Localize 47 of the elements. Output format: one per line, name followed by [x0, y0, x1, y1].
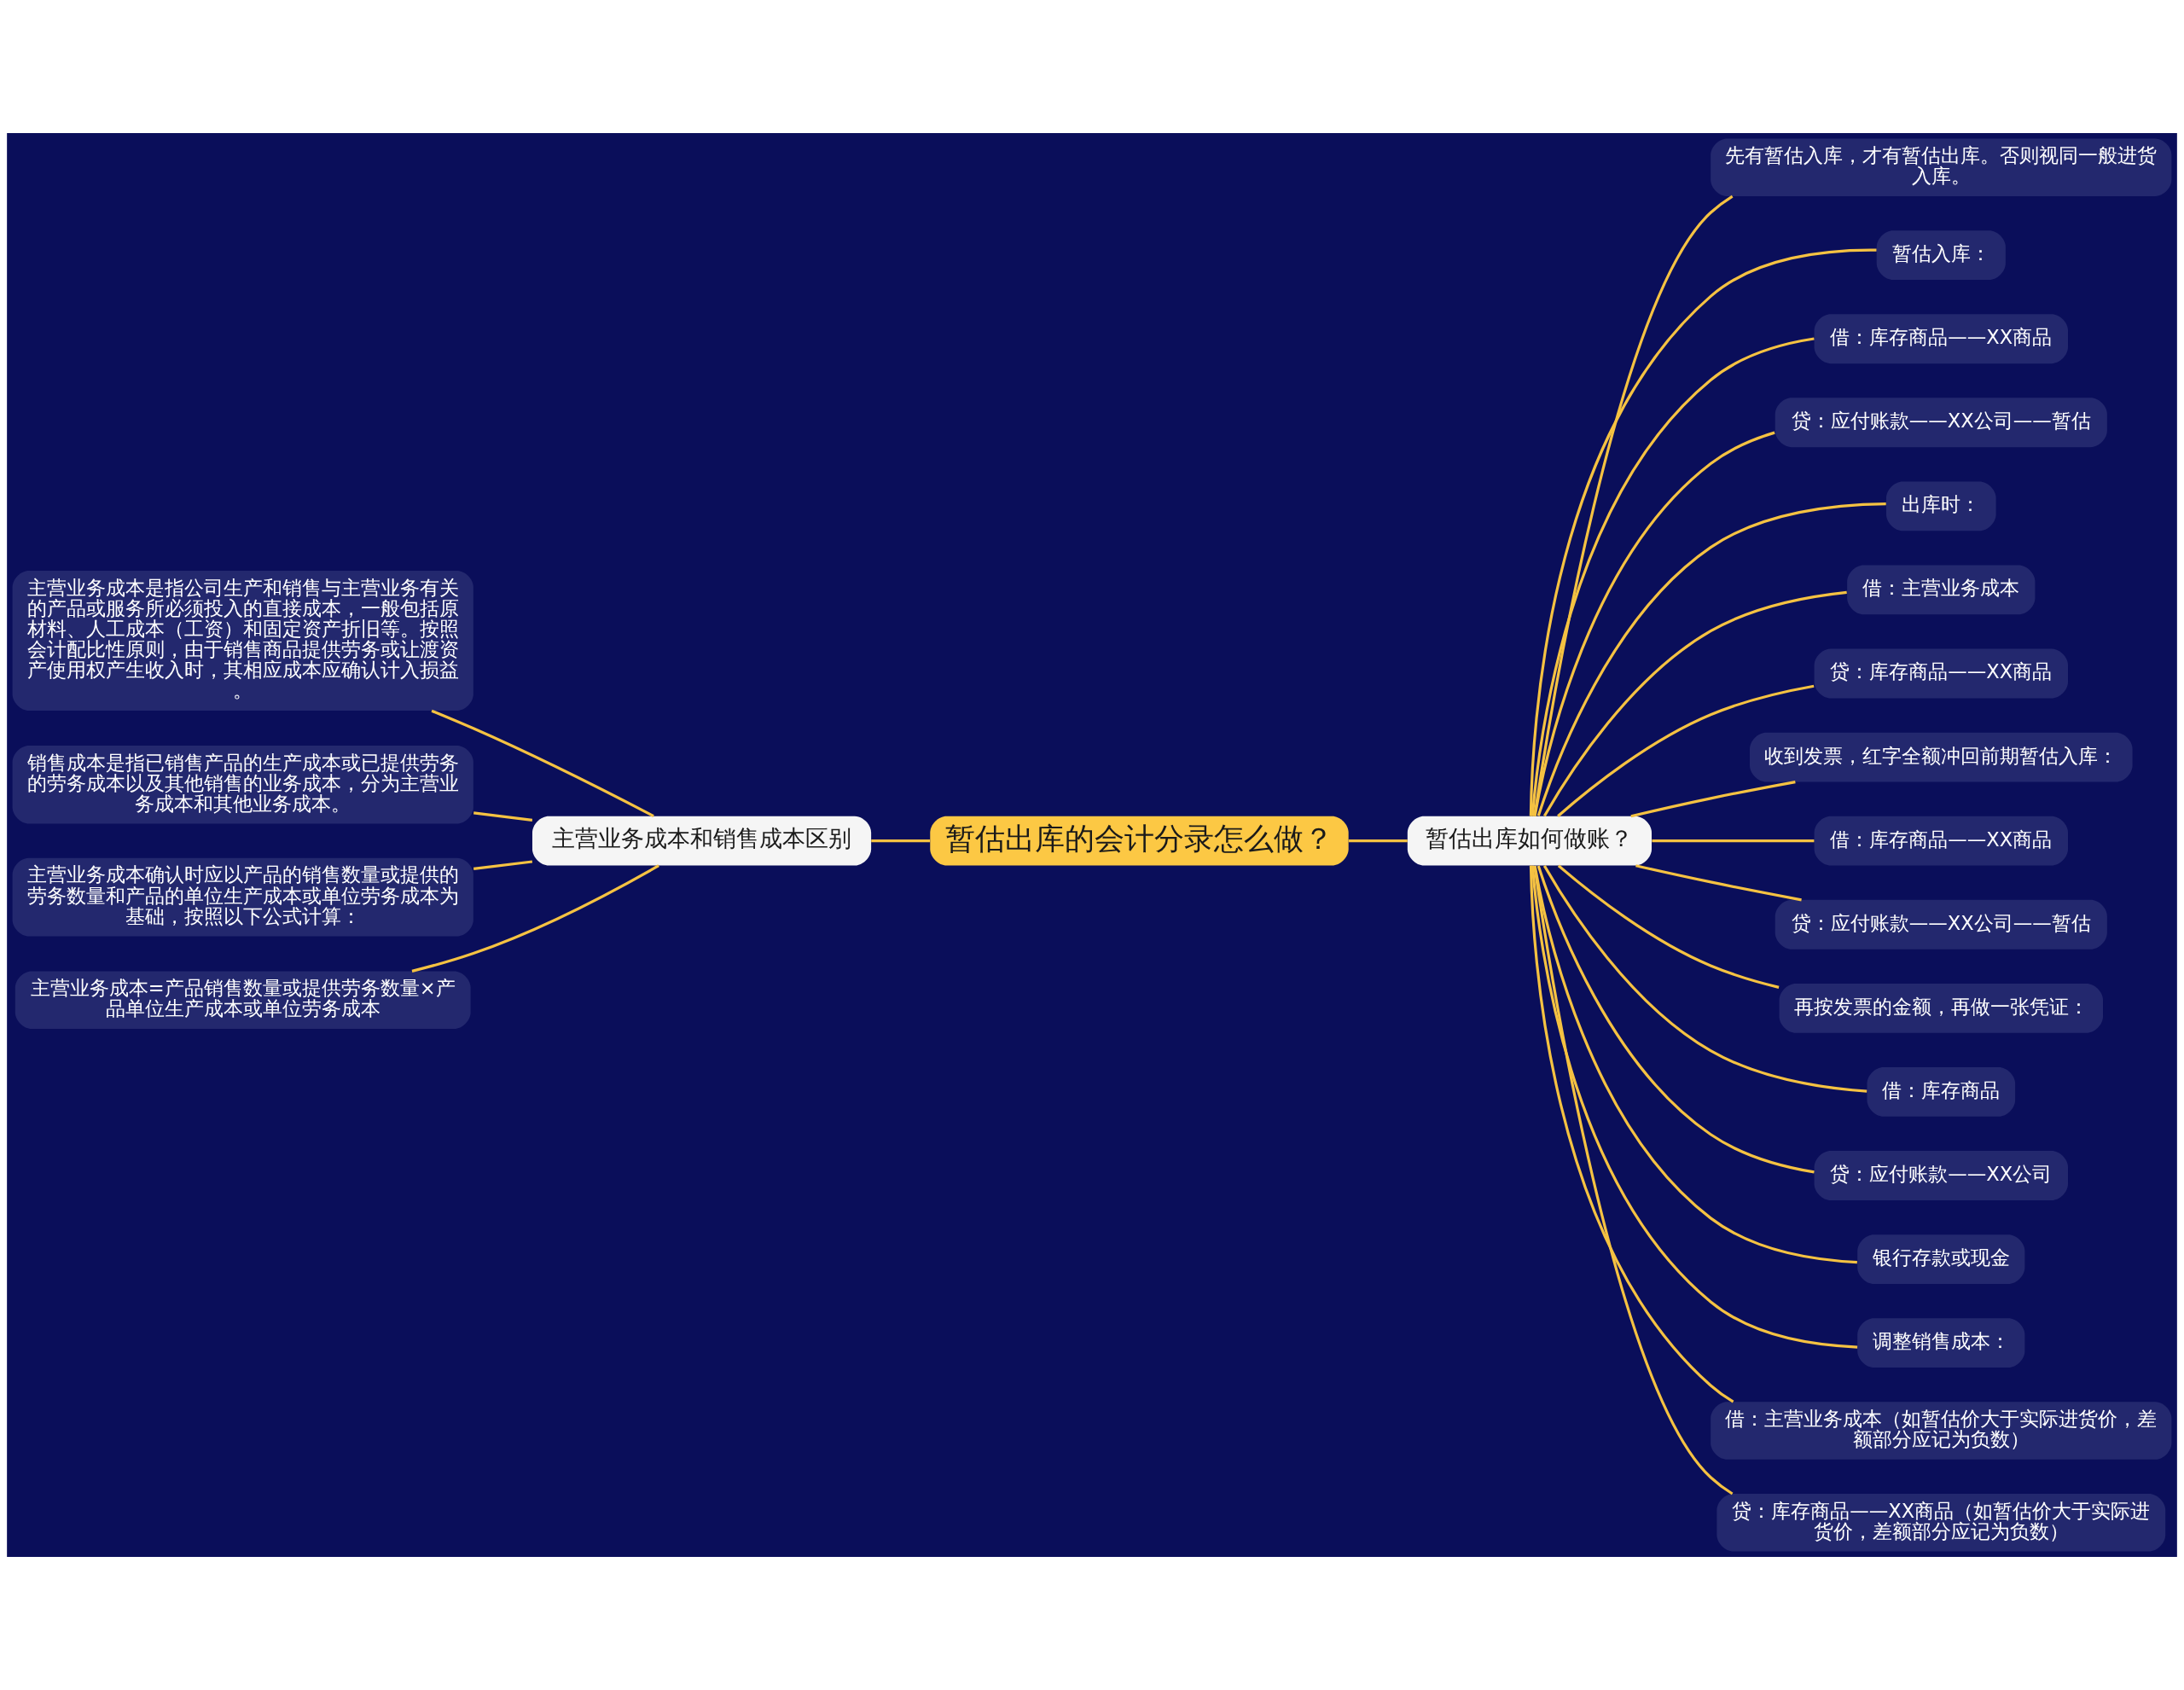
connector	[871, 839, 931, 843]
connector	[473, 860, 533, 871]
node-box: 贷：应付账款——XX公司——暂估	[1774, 899, 2107, 950]
connector	[1533, 865, 1734, 1495]
node-box: 借：主营业务成本（如暂估价大于实际进货价，差额部分应记为负数）	[1711, 1402, 2172, 1460]
node-box: 借：库存商品——XX商品	[1814, 816, 2068, 866]
node-box: 贷：应付账款——XX公司	[1814, 1151, 2068, 1200]
connector	[411, 864, 659, 973]
connector	[1536, 865, 1815, 1174]
connector	[1533, 195, 1734, 816]
node-box: 借：库存商品——XX商品	[1814, 314, 2068, 364]
connector	[473, 811, 533, 822]
connector	[1557, 864, 1780, 989]
connector	[1533, 865, 1857, 1264]
node-box: 借：库存商品	[1867, 1067, 2016, 1117]
connector	[1652, 839, 1815, 843]
node-box: 收到发票，红字全额冲回前期暂估入库：	[1750, 732, 2133, 782]
node-box: 先有暂估入库，才有暂估出库。否则视同一般进货入库。	[1711, 138, 2172, 196]
node-box: 贷：库存商品——XX商品（如暂估价大于实际进货价，差额部分应记为负数）	[1716, 1494, 2166, 1552]
node-box: 主营业务成本是指公司生产和销售与主营业务有关的产品或服务所必须投入的直接成本，一般包括原材料、人工成本（工资）和固定资产折旧等。按照会计配比性原则，由于销售商品提供劳务或让渡资产使用权产生收入时，其相应成本应确认计入损益。	[12, 570, 473, 711]
node-box: 主营业务成本确认时应以产品的销售数量或提供的劳务数量和产品的单位生产成本或单位劳务成本为基础，按照以下公式计算：	[12, 857, 473, 937]
node-box: 贷：库存商品——XX商品	[1814, 648, 2068, 699]
node-box: 销售成本是指已销售产品的生产成本或已提供劳务的劳务成本以及其他销售的业务成本，分为主营业务成本和其他业务成本。	[12, 745, 473, 824]
node-box: 暂估出库的会计分录怎么做？	[930, 816, 1349, 866]
node-box: 借：主营业务成本	[1847, 565, 2036, 615]
node-box: 暂估入库：	[1876, 230, 2006, 281]
connector	[1531, 337, 1815, 816]
connector	[1348, 839, 1408, 843]
connector	[431, 709, 654, 818]
node-box: 银行存款或现金	[1857, 1234, 2025, 1285]
node-box: 再按发票的金额，再做一张凭证：	[1779, 983, 2103, 1033]
connector	[1630, 780, 1796, 818]
node-box: 主营业务成本=产品销售数量或提供劳务数量×产品单位生产成本或单位劳务成本	[15, 971, 471, 1029]
connector	[1557, 684, 1815, 817]
connector	[1531, 865, 1858, 1349]
connector	[1542, 590, 1847, 817]
connector	[1542, 865, 1867, 1093]
node-box: 调整销售成本：	[1857, 1318, 2025, 1368]
connector	[1529, 248, 1877, 816]
connector	[1529, 865, 1734, 1403]
node-box: 出库时：	[1885, 481, 1996, 531]
node-box: 主营业务成本和销售成本区别	[532, 816, 872, 866]
node-box: 贷：应付账款——XX公司——暂估	[1774, 398, 2107, 448]
node-box: 暂估出库如何做账？	[1407, 816, 1652, 866]
connector	[1533, 431, 1775, 816]
connector	[1635, 864, 1802, 902]
connector	[1536, 502, 1886, 816]
